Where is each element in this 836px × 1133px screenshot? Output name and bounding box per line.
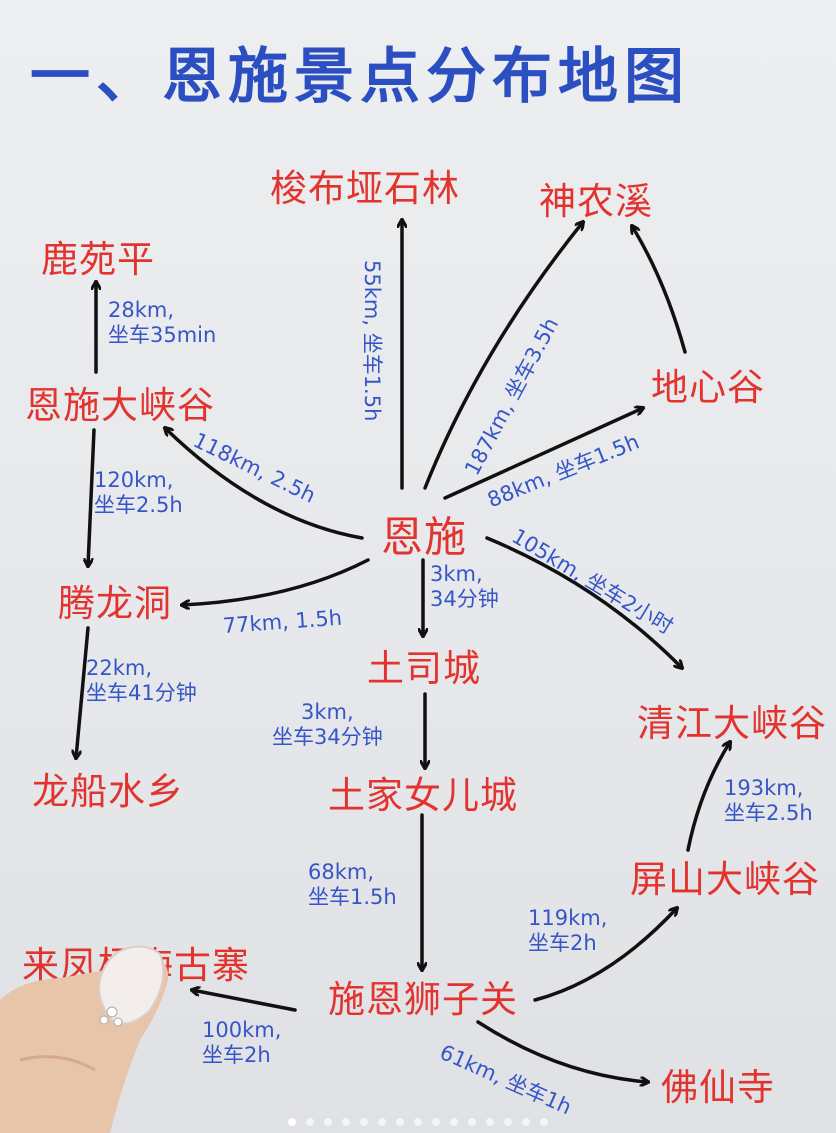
place-foxiansi: 佛仙寺 bbox=[661, 1066, 775, 1109]
arrow-shienguan-to-foxiansi bbox=[476, 1020, 648, 1082]
place-suobuya-stone-forest: 梭布垭石林 bbox=[270, 167, 460, 210]
arrow-tenglong-to-longchuan bbox=[76, 626, 90, 758]
carousel-dot[interactable] bbox=[342, 1118, 350, 1126]
carousel-dot[interactable] bbox=[522, 1118, 530, 1126]
distance-label-pingshan-qingjiang: 193km, 坐车2.5h bbox=[724, 776, 813, 825]
carousel-dot[interactable] bbox=[306, 1118, 314, 1126]
distance-label-canyon-tenglong: 120km, 坐车2.5h bbox=[94, 468, 183, 517]
carousel-dot[interactable] bbox=[360, 1118, 368, 1126]
place-tujia-daughter-city: 土家女儿城 bbox=[328, 774, 518, 817]
place-dixingu: 地心谷 bbox=[651, 366, 765, 409]
distance-label-pingshan: 119km, 坐车2h bbox=[528, 906, 608, 955]
place-tusicheng: 土司城 bbox=[367, 647, 481, 690]
distance-label-luyuanping: 28km, 坐车35min bbox=[108, 298, 217, 347]
carousel-dot[interactable] bbox=[486, 1118, 494, 1126]
place-tenglongdong: 腾龙洞 bbox=[58, 582, 172, 625]
carousel-dot[interactable] bbox=[378, 1118, 386, 1126]
place-enshi-grand-canyon: 恩施大峡谷 bbox=[25, 384, 215, 427]
arrow-enshi-to-tenglongdong bbox=[182, 558, 370, 605]
carousel-dot[interactable] bbox=[414, 1118, 422, 1126]
carousel-dot[interactable] bbox=[432, 1118, 440, 1126]
arrow-enshi-to-enshi-canyon bbox=[165, 428, 364, 540]
place-enshi-center: 恩施 bbox=[380, 512, 468, 562]
distance-label-tusicheng: 3km, 34分钟 bbox=[430, 562, 499, 611]
arrow-canyon-to-tenglongdong bbox=[88, 428, 96, 566]
map-title: 一、恩施景点分布地图 bbox=[30, 42, 690, 112]
arrow-shienguan-to-pingshan bbox=[533, 908, 677, 1002]
carousel-dot[interactable] bbox=[396, 1118, 404, 1126]
arrow-enshi-to-qingjiang bbox=[485, 536, 682, 668]
carousel-dot[interactable] bbox=[288, 1118, 296, 1126]
arrow-enshi-to-dixingu bbox=[443, 408, 643, 500]
distance-label-longchuan: 22km, 坐车41分钟 bbox=[86, 656, 197, 705]
hand-photo-element bbox=[0, 945, 169, 1133]
place-shennongxi: 神农溪 bbox=[539, 180, 653, 223]
carousel-indicator[interactable] bbox=[0, 1111, 836, 1130]
carousel-dot[interactable] bbox=[450, 1118, 458, 1126]
arrow-shienguan-to-laifeng bbox=[192, 990, 297, 1012]
carousel-dot[interactable] bbox=[468, 1118, 476, 1126]
distance-label-suobuya: 55km, 坐车1.5h bbox=[360, 260, 384, 422]
place-pingshan-canyon: 屏山大峡谷 bbox=[630, 858, 820, 901]
distance-label-laifeng: 100km, 坐车2h bbox=[202, 1018, 282, 1067]
arrow-dixingu-to-shennongxi bbox=[632, 226, 687, 354]
distance-label-tujia: 3km, 坐车34分钟 bbox=[272, 700, 383, 749]
place-longchuan-water-town: 龙船水乡 bbox=[32, 770, 184, 813]
distance-label-shienguan: 68km, 坐车1.5h bbox=[308, 860, 397, 909]
arrow-enshi-to-shennongxi bbox=[423, 222, 583, 490]
place-qingjiang-canyon: 清江大峡谷 bbox=[637, 702, 827, 745]
place-luyuanping: 鹿苑平 bbox=[41, 238, 155, 281]
arrow-pingshan-to-qingjiang bbox=[686, 742, 730, 852]
place-shienguan: 施恩狮子关 bbox=[328, 978, 518, 1021]
carousel-dot[interactable] bbox=[540, 1118, 548, 1126]
carousel-dot[interactable] bbox=[504, 1118, 512, 1126]
carousel-dot[interactable] bbox=[324, 1118, 332, 1126]
